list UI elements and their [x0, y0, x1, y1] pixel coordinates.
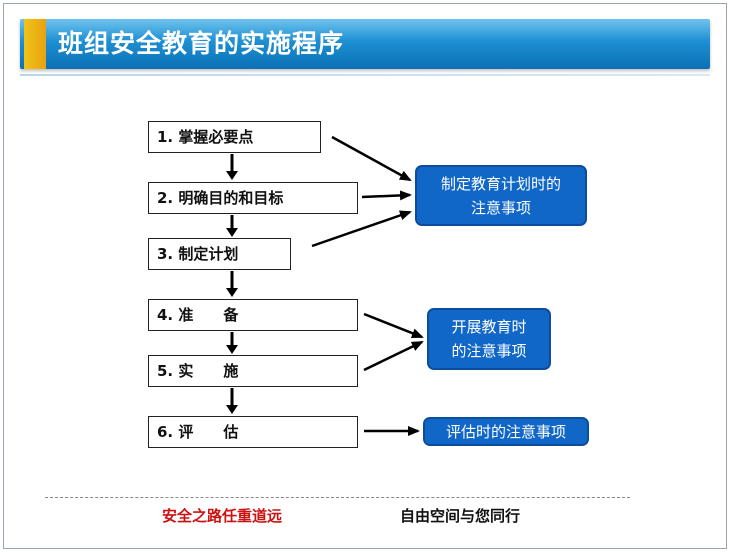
step-4-box: 4. 准 备	[148, 299, 358, 331]
footer-divider	[45, 497, 630, 498]
title-bar	[20, 19, 710, 69]
down-arrow-5-6	[226, 388, 238, 414]
note-plan-line1: 制定教育计划时的	[440, 174, 561, 193]
arrow-step2-to-plan-note	[361, 190, 412, 201]
note-plan-box: 制定教育计划时的 注意事项	[415, 165, 587, 226]
arrow-step4-to-implement-note	[363, 312, 424, 339]
down-arrow-4-5	[226, 332, 238, 354]
note-implement-line2: 的注意事项	[451, 342, 527, 360]
step-1-box: 1. 掌握必要点	[148, 121, 321, 153]
down-arrow-2-3	[226, 215, 238, 237]
down-arrow-1-2	[226, 154, 238, 180]
arrow-step5-to-implement-note	[363, 340, 424, 372]
footer-tagline: 自由空间与您同行	[400, 507, 521, 525]
note-plan-line2: 注意事项	[470, 198, 531, 217]
arrow-step1-to-plan-note	[331, 135, 412, 182]
footer-slogan: 安全之路任重道远	[162, 507, 283, 525]
arrow-step3-to-plan-note	[311, 210, 412, 248]
note-evaluate-box: 评估时的注意事项	[423, 417, 589, 446]
title-underline	[20, 74, 710, 76]
slide-title: 班组安全教育的实施程序	[58, 29, 345, 58]
title-accent-bar	[24, 19, 46, 69]
down-arrow-3-4	[226, 271, 238, 297]
step-3-box: 3. 制定计划	[148, 238, 291, 270]
step-6-box: 6. 评 估	[148, 416, 358, 448]
note-implement-box: 开展教育时 的注意事项	[427, 308, 551, 370]
slide-frame	[3, 3, 727, 549]
note-implement-line1: 开展教育时	[451, 318, 527, 336]
step-5-box: 5. 实 施	[148, 355, 358, 387]
step-2-box: 2. 明确目的和目标	[148, 182, 358, 214]
